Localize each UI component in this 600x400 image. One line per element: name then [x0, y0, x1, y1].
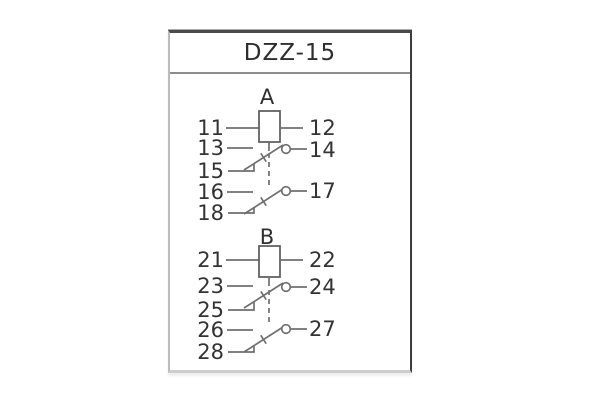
relay-outline-box: DZZ-15: [168, 30, 412, 373]
terminal-24: 24: [309, 275, 336, 299]
contact-b2-tick: [260, 334, 267, 345]
terminal-11: 11: [197, 116, 224, 140]
terminal-12: 12: [309, 116, 336, 140]
section-a-circuit: [226, 110, 307, 215]
terminal-23: 23: [197, 274, 224, 298]
section-a-label: A: [259, 85, 275, 109]
coil-a-symbol: [258, 110, 281, 143]
section-b-circuit: [226, 245, 307, 353]
terminal-14: 14: [309, 138, 336, 162]
title-bar: DZZ-15: [170, 33, 410, 74]
relay-model-title: DZZ-15: [243, 39, 337, 66]
terminal-13: 13: [197, 136, 224, 160]
terminal-22: 22: [309, 248, 336, 272]
contact-a2-open-contact-circle: [280, 185, 292, 197]
contact-b1-open-contact-circle: [280, 281, 292, 293]
terminal-25: 25: [197, 298, 224, 322]
terminal-28: 28: [197, 340, 224, 364]
contact-a1-open-contact-circle: [280, 143, 292, 155]
contact-a1-tick: [260, 152, 267, 163]
terminal-15: 15: [197, 159, 224, 183]
contact-a2-common-elbow: [228, 207, 255, 214]
contact-b2-open-contact-circle: [280, 323, 292, 335]
contact-a2-tick: [260, 196, 267, 207]
contact-a1-common-elbow: [228, 163, 255, 172]
contact-b2-common-elbow: [228, 345, 255, 353]
terminal-27: 27: [309, 317, 336, 341]
contact-b1-tick: [260, 290, 267, 301]
terminal-26: 26: [197, 318, 224, 342]
section-b-label: B: [259, 225, 275, 249]
terminal-18: 18: [197, 201, 224, 225]
terminal-16: 16: [197, 180, 224, 204]
terminal-17: 17: [309, 179, 336, 203]
terminal-21: 21: [197, 248, 224, 272]
contact-b1-common-elbow: [228, 301, 255, 311]
coil-b-symbol: [258, 245, 281, 278]
